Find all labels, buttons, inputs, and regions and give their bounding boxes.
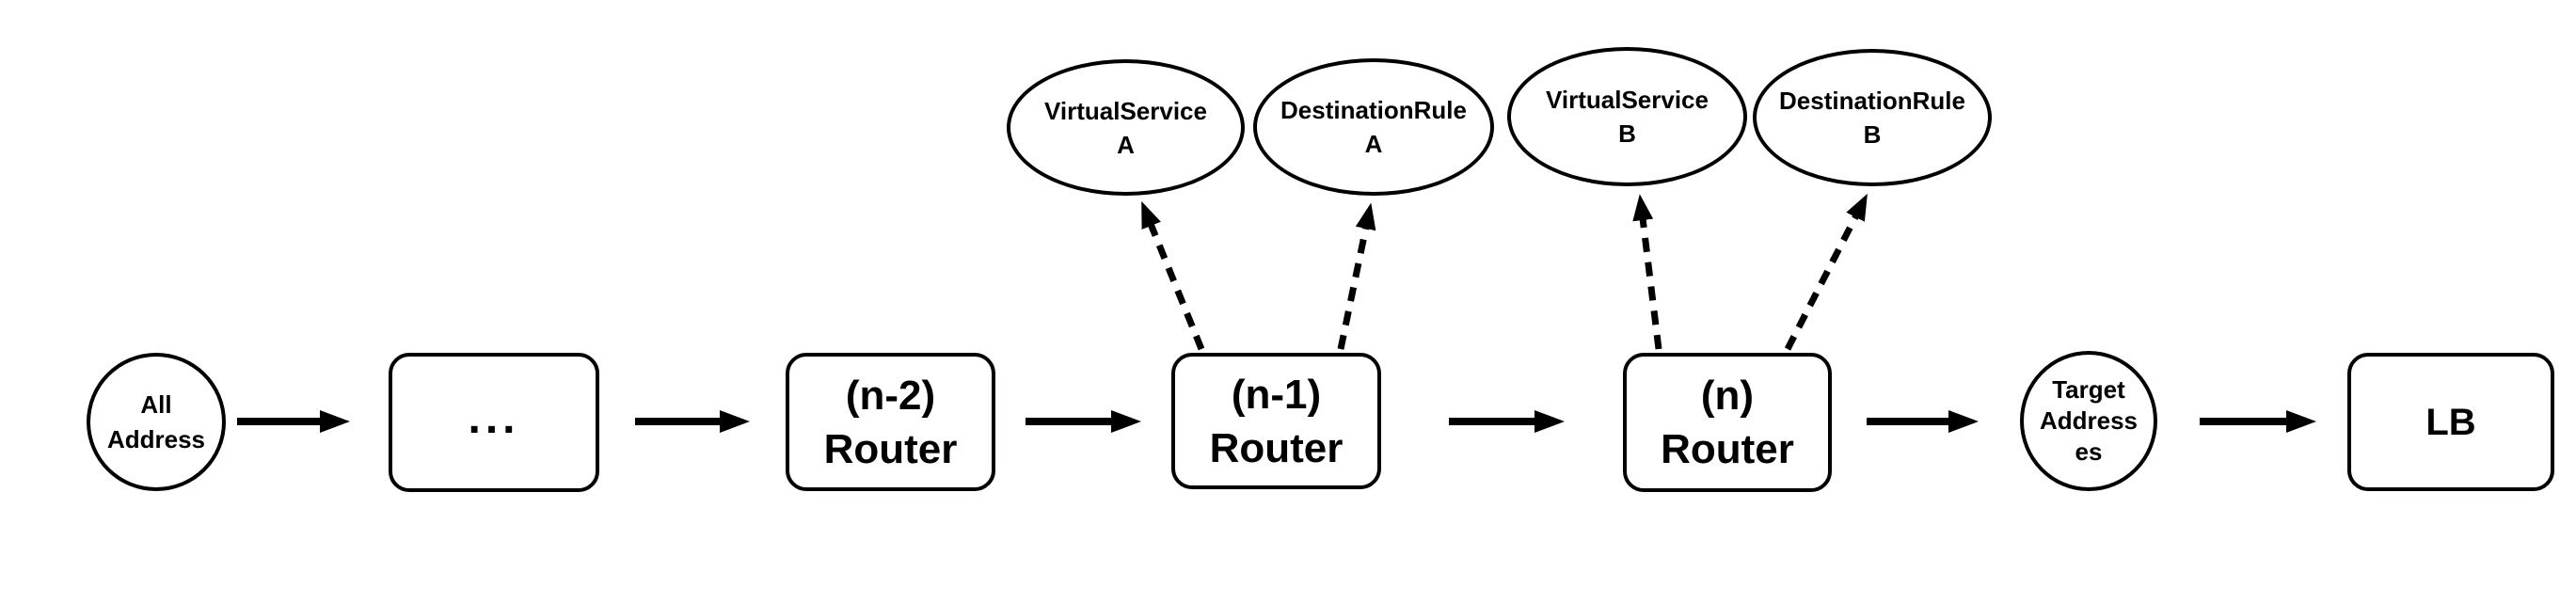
router-n-label: (n) Router <box>1661 373 1794 472</box>
node-target-addresses: Target Address es <box>2020 351 2157 491</box>
node-destination-rule-b: DestinationRule B <box>1753 49 1992 186</box>
node-router-n: (n) Router <box>1623 353 1832 492</box>
node-router-n-1: (n-1) Router <box>1171 353 1381 489</box>
node-virtual-service-a: VirtualService A <box>1007 59 1245 196</box>
node-lb: LB <box>2347 353 2554 491</box>
ellipsis-label: ... <box>468 393 520 443</box>
router-n-2-label: (n-2) Router <box>823 372 958 472</box>
target-addresses-label: Target Address es <box>2039 375 2139 466</box>
config-arrow-router-n-to-destination-rule-b <box>1784 193 1868 351</box>
config-arrow-router-n-1-to-destination-rule-a <box>1337 202 1376 350</box>
router-n-1-label: (n-1) Router <box>1209 371 1344 471</box>
node-all-address: All Address <box>87 353 226 491</box>
node-destination-rule-a: DestinationRule A <box>1253 58 1494 196</box>
config-arrow-router-n-1-to-virtual-service-a <box>1141 200 1205 351</box>
virtual-service-b-label: VirtualService B <box>1546 86 1709 148</box>
node-router-n-2: (n-2) Router <box>786 353 995 491</box>
node-virtual-service-b: VirtualService B <box>1507 47 1747 186</box>
all-address-label: All Address <box>106 389 206 453</box>
node-ellipsis: ... <box>389 353 599 492</box>
destination-rule-a-label: DestinationRule A <box>1280 96 1467 158</box>
destination-rule-b-label: DestinationRule B <box>1779 87 1965 149</box>
virtual-service-a-label: VirtualService A <box>1044 96 1207 159</box>
config-arrow-router-n-to-virtual-service-b <box>1632 194 1662 350</box>
lb-label: LB <box>2425 401 2476 443</box>
